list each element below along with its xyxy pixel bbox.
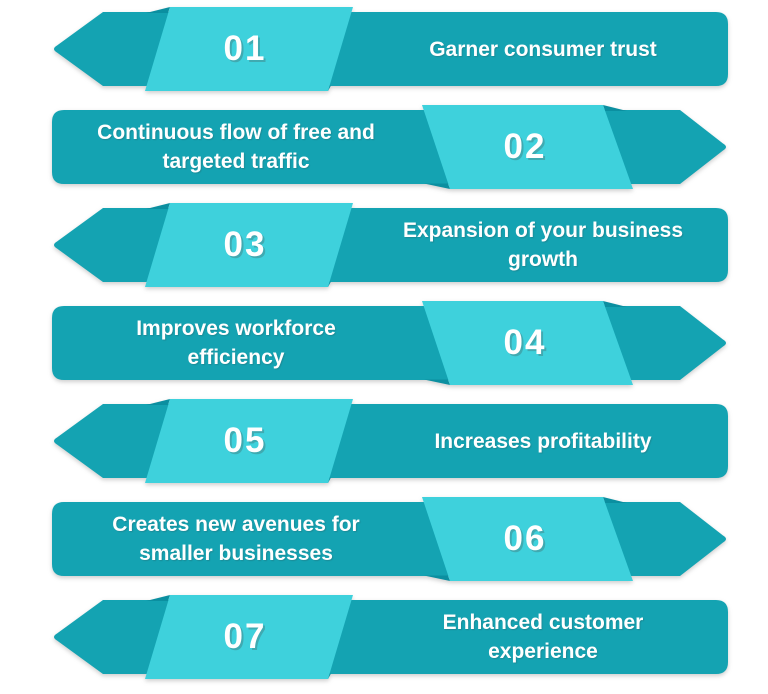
- step-number: 06: [503, 519, 547, 558]
- banner-graphic: [52, 497, 726, 581]
- step-number: 04: [503, 323, 547, 362]
- step-banner-05: 05 Increases profitability: [0, 392, 768, 490]
- ribbon-fold-top: [146, 595, 170, 601]
- ribbon-fold-bottom: [424, 575, 450, 581]
- banner-graphic: [52, 105, 726, 189]
- banner-graphic: [52, 301, 726, 385]
- ribbon-fold-top: [603, 497, 627, 503]
- step-number: 02: [503, 127, 547, 166]
- step-banner-06: 06 Creates new avenues for smaller busin…: [0, 490, 768, 588]
- step-label: Creates new avenues for smaller business…: [112, 513, 360, 565]
- step-banner-01: 01 Garner consumer trust: [0, 0, 768, 98]
- step-label: Continuous flow of free and targeted tra…: [97, 121, 375, 173]
- step-banner-03: 03 Expansion of your business growth: [0, 196, 768, 294]
- ribbon-fold-top: [146, 399, 170, 405]
- number-ribbon: [145, 203, 353, 287]
- banner-graphic: [54, 595, 728, 679]
- step-label: Improves workforce efficiency: [136, 317, 336, 369]
- number-ribbon: [422, 497, 633, 581]
- step-label: Garner consumer trust: [429, 37, 657, 61]
- ribbon-fold-top: [603, 301, 627, 307]
- step-banner-07: 07 Enhanced customer experience: [0, 588, 768, 686]
- step-number: 07: [223, 617, 267, 656]
- number-ribbon: [145, 7, 353, 91]
- banner-graphic: [54, 399, 728, 483]
- ribbon-fold-bottom: [424, 379, 450, 385]
- banner-graphic: [54, 7, 728, 91]
- ribbon-fold-top: [146, 7, 170, 13]
- number-ribbon: [422, 301, 633, 385]
- ribbon-fold-top: [603, 105, 627, 111]
- ribbon-fold-top: [146, 203, 170, 209]
- step-label: Enhanced customer experience: [442, 611, 644, 663]
- step-banner-04: 04 Improves workforce efficiency: [0, 294, 768, 392]
- ribbon-fold-bottom: [424, 183, 450, 189]
- step-label: Expansion of your business growth: [402, 219, 684, 271]
- number-ribbon: [145, 595, 353, 679]
- step-number: 05: [223, 421, 267, 460]
- banner-graphic: [54, 203, 728, 287]
- step-banner-02: 02 Continuous flow of free and targeted …: [0, 98, 768, 196]
- step-number: 03: [223, 225, 267, 264]
- step-label: Increases profitability: [434, 429, 652, 453]
- step-number: 01: [223, 29, 267, 68]
- number-ribbon: [422, 105, 633, 189]
- number-ribbon: [145, 399, 353, 483]
